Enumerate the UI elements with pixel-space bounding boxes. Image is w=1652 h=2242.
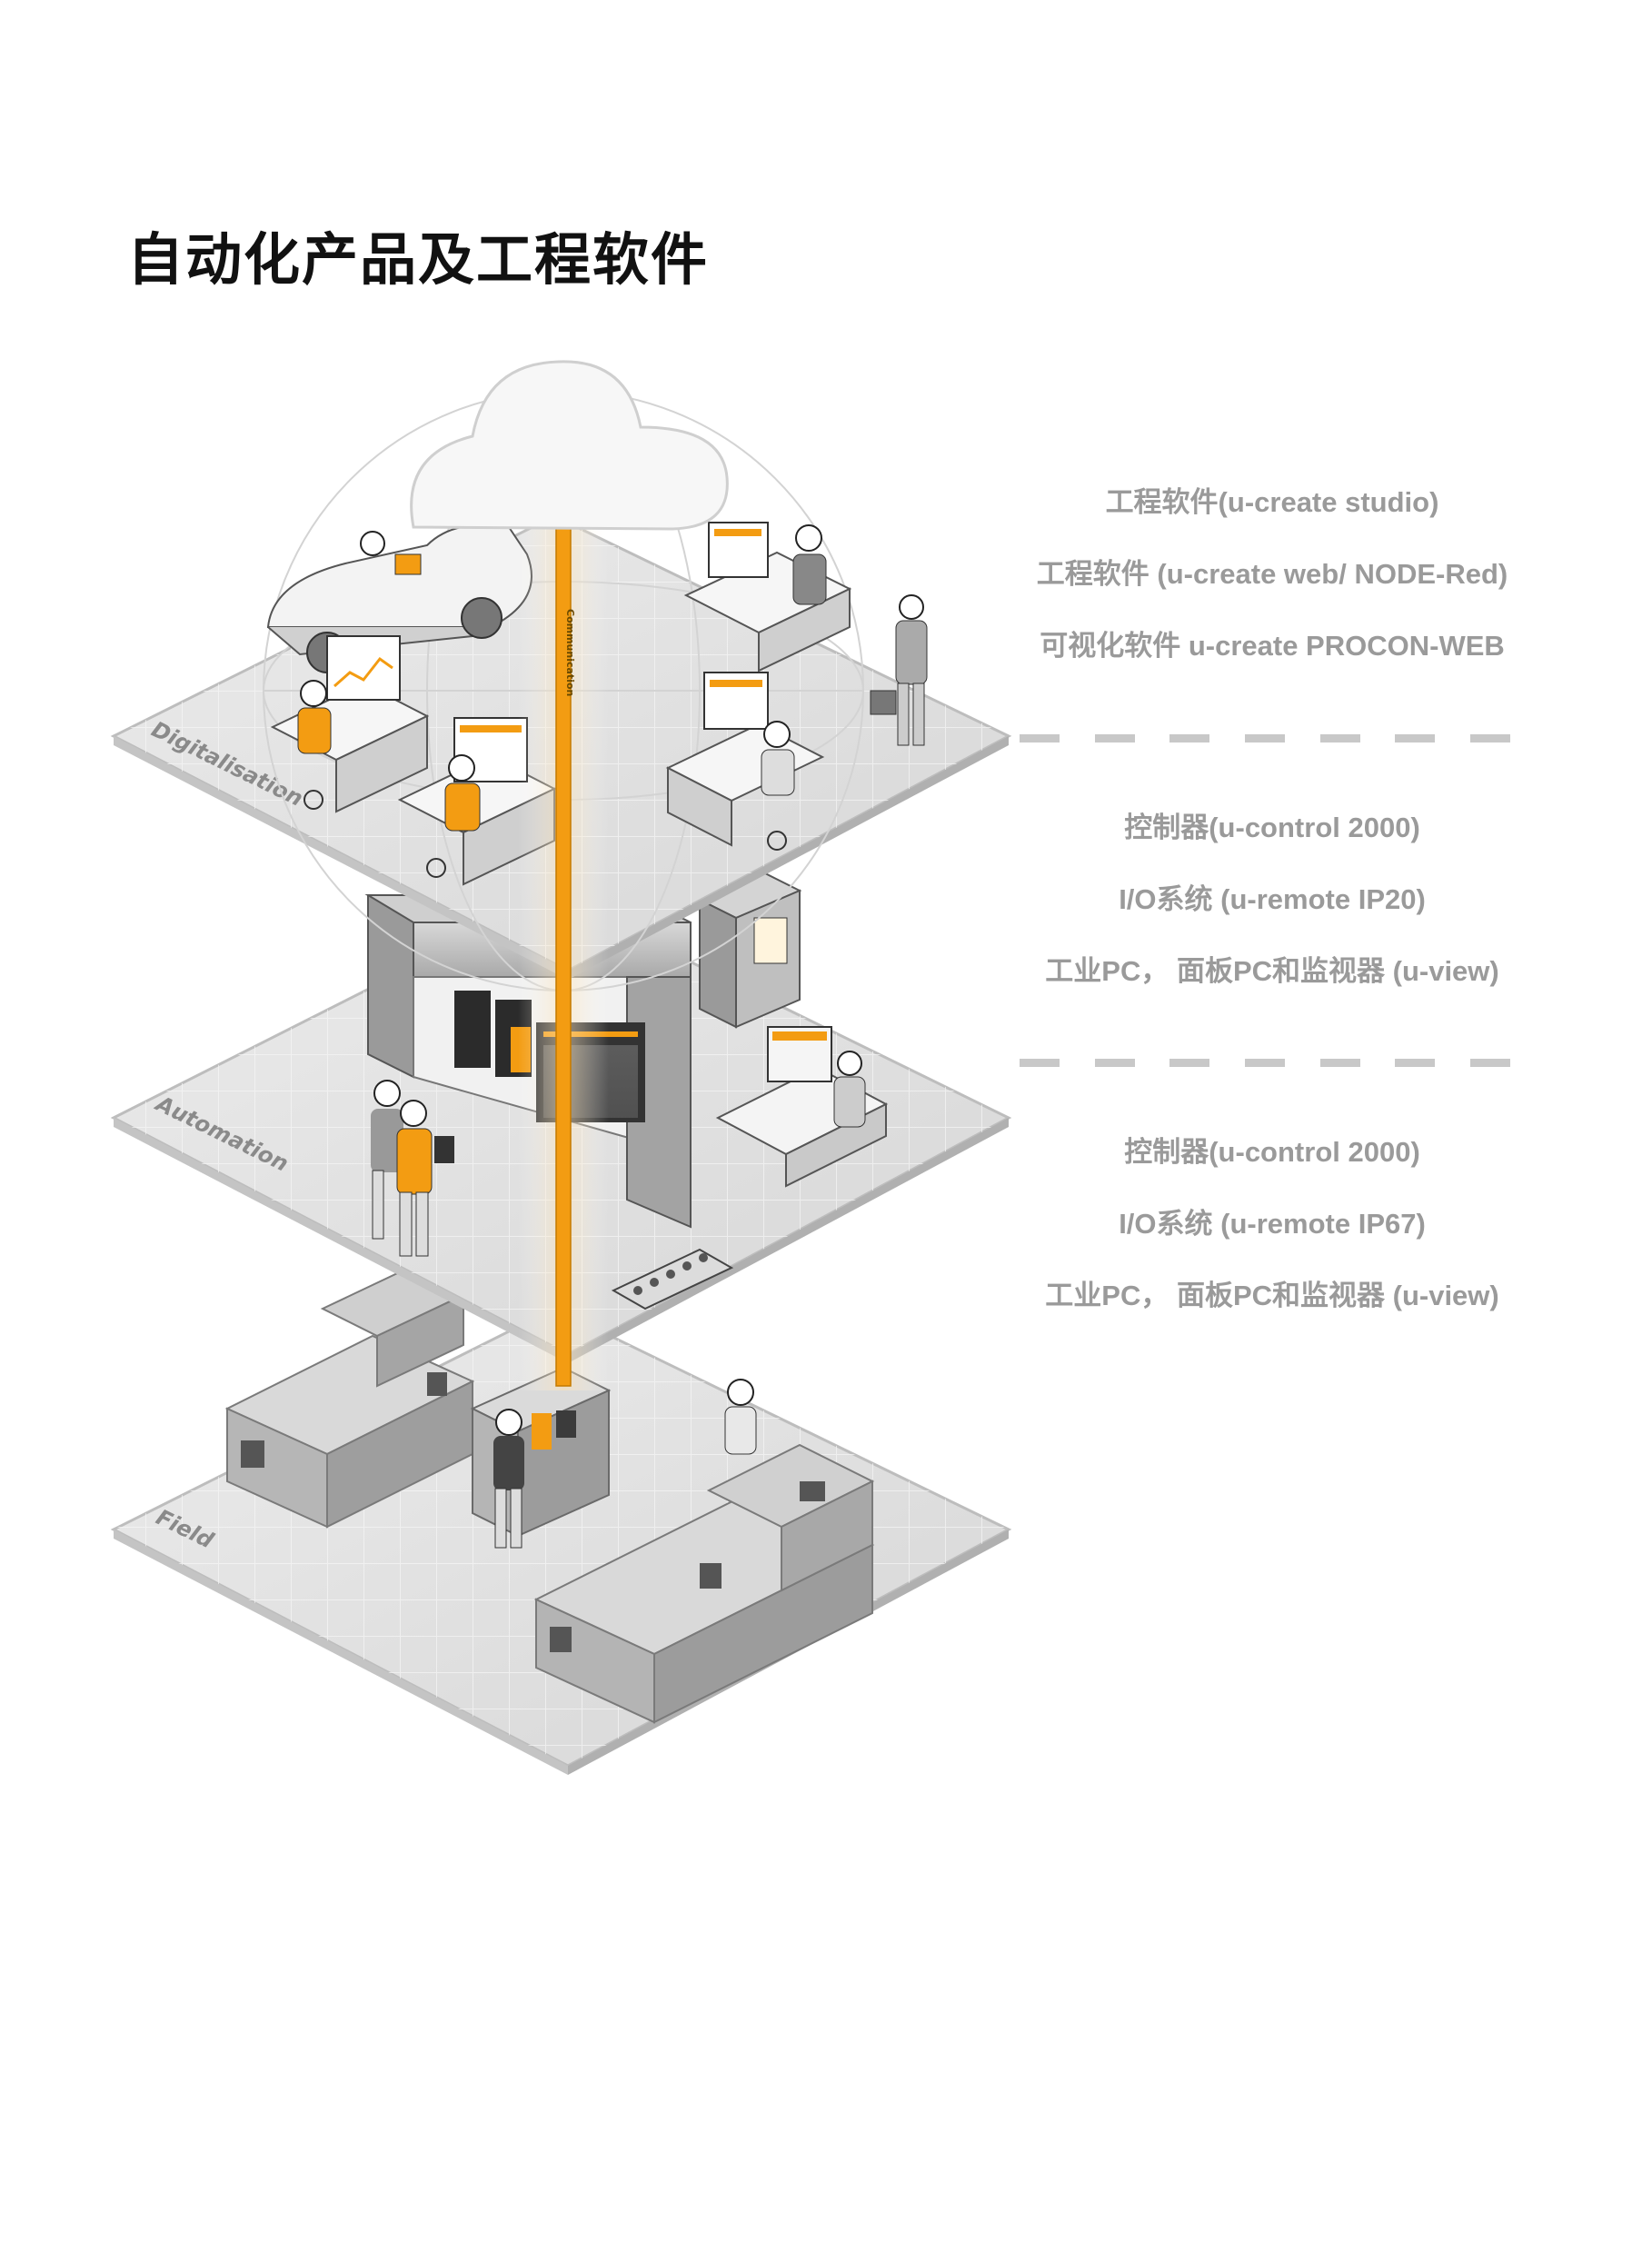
- product-item: I/O系统 (u-remote IP67): [1119, 1208, 1426, 1240]
- product-item: 工程软件(u-create studio): [1105, 486, 1439, 518]
- engineering-desk-left: [270, 635, 430, 813]
- automation-workstation: [715, 1026, 889, 1188]
- page-title: 自动化产品及工程软件: [127, 226, 710, 293]
- field-worker-person: [493, 1409, 524, 1549]
- product-item: 控制器(u-control 2000): [1124, 812, 1420, 843]
- section-divider: [1020, 1059, 1510, 1067]
- product-group-automation: 控制器(u-control 2000) I/O系统 (u-remote IP20…: [1018, 792, 1527, 1007]
- product-group-field: 控制器(u-control 2000) I/O系统 (u-remote IP67…: [1018, 1116, 1527, 1331]
- communication-pole: [518, 518, 609, 1390]
- product-group-digitalisation: 工程软件(u-create studio) 工程软件 (u-create web…: [1018, 466, 1527, 682]
- engineering-desk-right-bottom: [665, 672, 825, 851]
- product-item: 控制器(u-control 2000): [1124, 1136, 1420, 1168]
- section-divider: [1020, 734, 1510, 742]
- product-item: 工业PC， 面板PC和监视器 (u-view): [1045, 1280, 1499, 1311]
- cloud-icon: [410, 360, 729, 531]
- product-item: I/O系统 (u-remote IP20): [1119, 883, 1426, 915]
- engineering-desk-right-top: [683, 522, 852, 673]
- manager-with-phone-person: [870, 594, 928, 746]
- machine-operator-person: [724, 1379, 757, 1455]
- product-item: 可视化软件 u-create PROCON-WEB: [1040, 630, 1505, 662]
- communication-label: Communication: [564, 609, 576, 696]
- product-item: 工业PC， 面板PC和监视器 (u-view): [1045, 955, 1499, 987]
- panel-pc-cabinet: [697, 871, 802, 1029]
- product-item: 工程软件 (u-create web/ NODE-Red): [1036, 558, 1508, 590]
- engineer-with-tablet-person: [371, 1080, 454, 1257]
- io-ip67-module: [611, 1248, 734, 1310]
- machine-line-right: [533, 1443, 875, 1724]
